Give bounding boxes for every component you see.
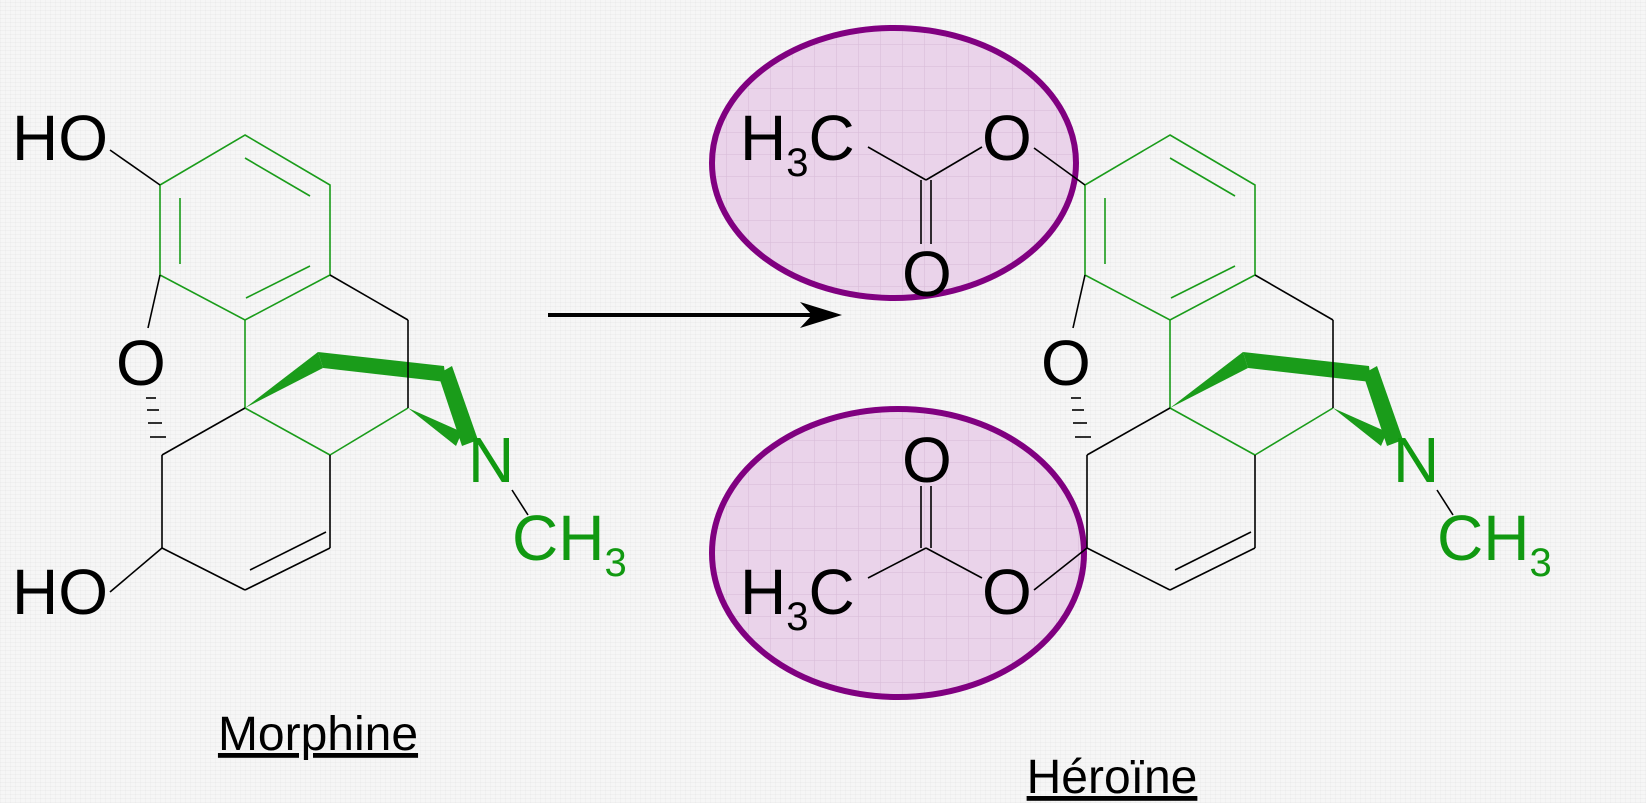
heroin-bottom-ester-oxygen: O — [982, 556, 1032, 628]
morphine-name: Morphine — [218, 708, 418, 761]
morphine-ho-top: HO — [12, 102, 108, 174]
acetyl-highlight-bottom — [709, 406, 1087, 700]
heroin-methyl: CH3 — [1437, 502, 1552, 585]
morphine-ho-bottom: HO — [12, 556, 108, 628]
heroin-top-carbonyl-oxygen: O — [902, 238, 952, 310]
heroin-bottom-methyl: H3C — [740, 556, 855, 639]
heroin-name: Héroïne — [1027, 751, 1198, 803]
heroin-nitrogen: N — [1393, 424, 1439, 496]
heroin-top-ester-oxygen: O — [982, 102, 1032, 174]
morphine-methyl: CH3 — [512, 502, 627, 585]
reaction-arrow — [548, 302, 842, 328]
acetyl-highlight-top — [709, 25, 1079, 301]
heroin-oxygen-bridge: O — [1041, 327, 1091, 399]
morphine-oxygen-bridge: O — [116, 327, 166, 399]
morphine-structure: HO HO O N CH3 Morphine — [12, 102, 627, 761]
heroin-structure: H3C O O O H3C O O N CH3 Héroïne — [709, 25, 1552, 803]
heroin-bottom-carbonyl-oxygen: O — [902, 424, 952, 496]
heroin-top-methyl: H3C — [740, 102, 855, 185]
morphine-nitrogen: N — [468, 424, 514, 496]
